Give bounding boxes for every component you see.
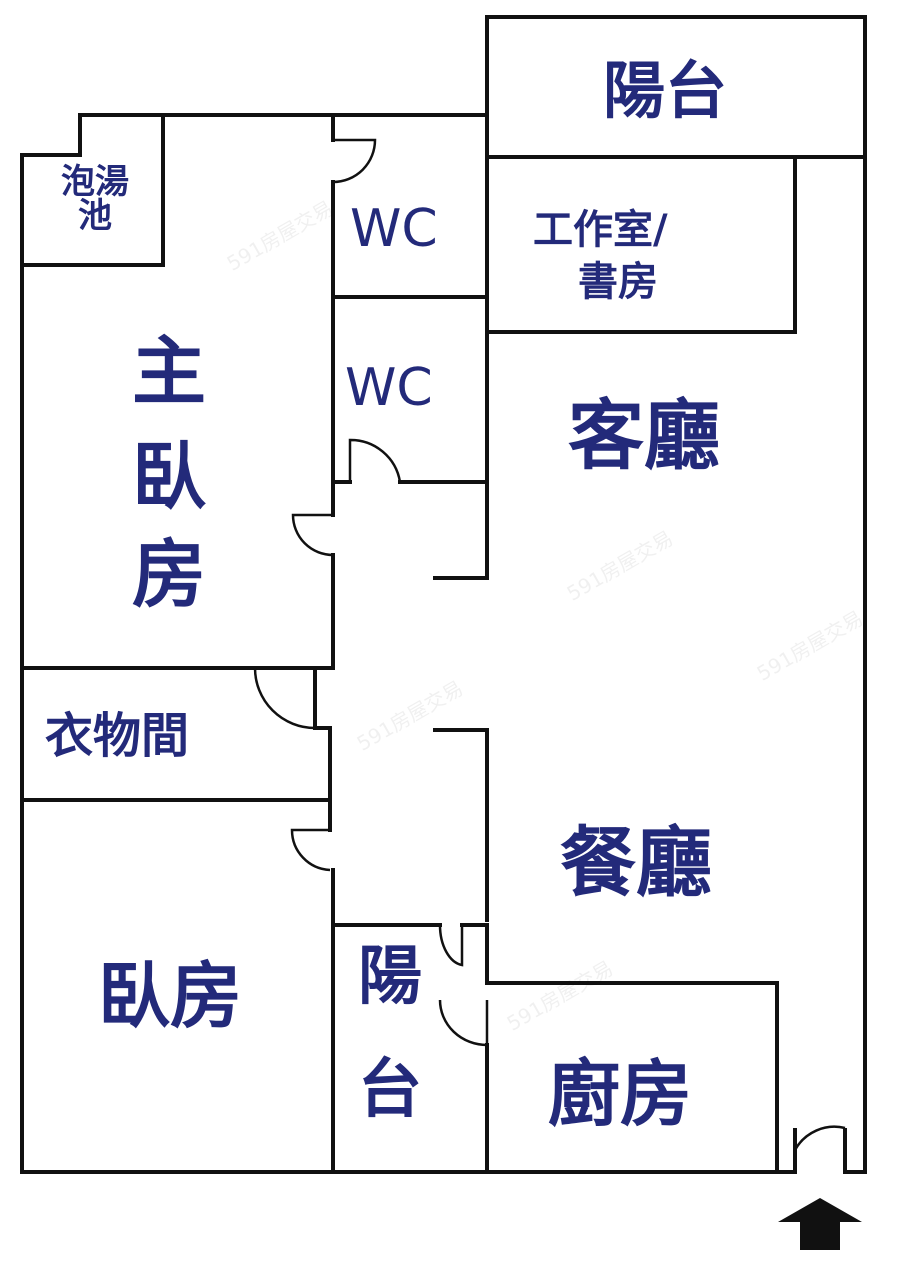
label-study-line2: 書房 [578,259,658,305]
label-bedroom: 臥房 [98,954,243,1038]
door-wc1 [332,138,377,184]
label-balcony-small-2: 台 [358,1053,422,1127]
study-walls [485,155,797,334]
door-closet [253,667,316,730]
wall [433,155,489,580]
label-balcony-top: 陽台 [603,54,728,127]
label-master-1: 主 [132,329,206,415]
label-kitchen: 廚房 [548,1052,693,1136]
door-entrance [793,1125,846,1172]
wall [20,553,335,670]
label-dining-room: 餐廳 [560,818,712,907]
label-master-2: 臥 [132,434,206,520]
label-wc-1: WC [350,199,438,259]
door-balcony-a [438,924,464,967]
doors [253,138,846,1172]
door-wc2 [348,438,402,483]
right-wall [843,155,867,1174]
label-closet: 衣物間 [45,708,190,764]
door-master [291,513,334,557]
wall [313,666,332,802]
label-master-3: 房 [132,532,206,618]
label-wc-2: WC [345,358,433,418]
wall [460,923,779,1174]
wall [20,798,332,832]
wall [433,728,489,922]
door-bedroom [290,828,331,872]
door-balcony-b [438,999,489,1047]
label-study: 工作室/ [533,207,668,253]
hot-tub-walls [20,113,165,267]
entrance-arrow-icon [778,1198,862,1250]
label-living-room: 客廳 [568,391,720,480]
label-hot-tub: 泡湯池 [61,162,129,236]
label-balcony-small-1: 陽 [358,940,422,1014]
